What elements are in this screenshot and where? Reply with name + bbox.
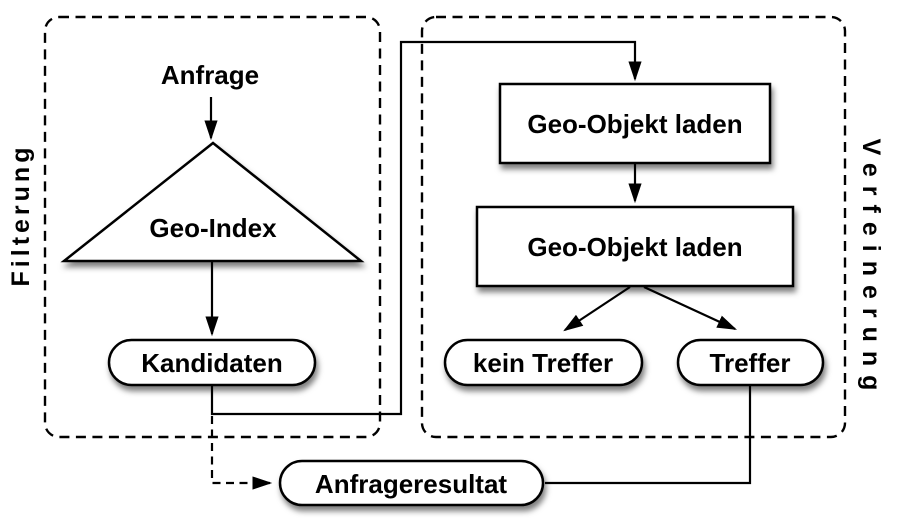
kandidaten-label: Kandidaten xyxy=(141,348,283,378)
edge-geoobjekt2-to-keintreffer xyxy=(563,286,631,332)
anfrage-label: Anfrage xyxy=(161,60,259,90)
kein-treffer-label: kein Treffer xyxy=(473,348,613,378)
edge-geoobjekt2-to-treffer xyxy=(643,286,737,330)
treffer-pill xyxy=(676,338,825,387)
geo-index-label: Geo-Index xyxy=(149,213,277,243)
edge-kandidaten-to-anfrageresultat-dashed xyxy=(210,416,273,490)
edge-treffer-to-anfrageresultat xyxy=(545,386,752,485)
geo-objekt-laden-1-box xyxy=(498,82,772,165)
verfeinerung-phase-label: Verfeinerung xyxy=(857,139,885,400)
treffer-label: Treffer xyxy=(710,348,791,378)
geo-index-triangle xyxy=(60,141,365,263)
filterung-phase-label: Filterung xyxy=(7,144,35,287)
kein-treffer-pill xyxy=(443,338,644,387)
anfrageresultat-pill xyxy=(278,459,545,507)
anfrageresultat-label: Anfrageresultat xyxy=(315,469,507,499)
verfeinerung-phase-box xyxy=(420,15,847,439)
geo-objekt-laden-2-box xyxy=(475,205,795,288)
kandidaten-pill xyxy=(107,338,317,387)
geo-objekt-laden-2-label: Geo-Objekt laden xyxy=(527,232,742,262)
geo-objekt-laden-1-label: Geo-Objekt laden xyxy=(527,109,742,139)
edge-kandidaten-to-geoobjekt1 xyxy=(210,40,642,416)
